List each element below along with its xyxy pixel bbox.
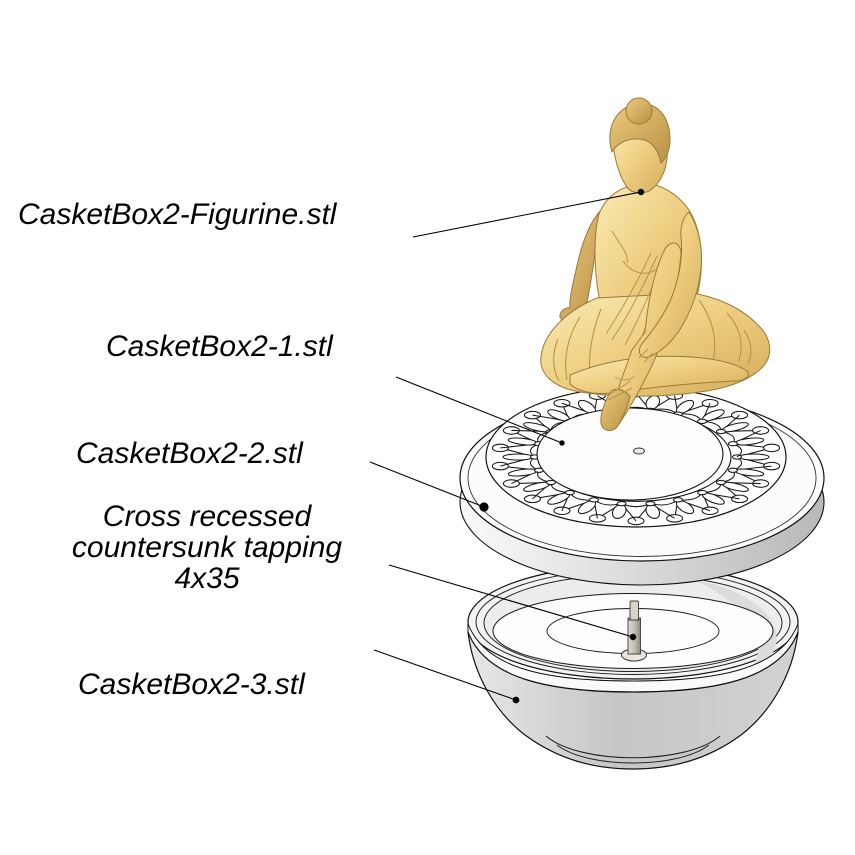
leader-dot-screw — [629, 633, 637, 641]
leader-lines — [369, 188, 645, 704]
figurine-right-arm — [638, 211, 702, 358]
label-screw: Cross recessed countersunk tapping 4x35 — [22, 501, 392, 594]
label-part2: CasketBox2-2.stl — [76, 437, 303, 470]
figurine-hair-bun — [625, 97, 653, 125]
leader-dot-part1 — [559, 440, 565, 446]
bowl-body — [467, 631, 799, 770]
leader-dot-figurine — [637, 188, 645, 196]
leader-part3 — [373, 649, 517, 701]
label-part3: CasketBox2-3.stl — [78, 668, 305, 701]
label-screw-line2: countersunk tapping — [71, 531, 343, 564]
label-figurine: CasketBox2-Figurine.stl — [18, 198, 337, 231]
label-screw-line3: 4x35 — [174, 562, 240, 595]
bowl-foot-ring — [545, 735, 721, 759]
lid-model — [459, 387, 825, 586]
bowl-model — [467, 564, 799, 770]
hand-fingers — [638, 348, 654, 363]
leader-dot-part3 — [512, 696, 520, 704]
label-part1: CasketBox2-1.stl — [106, 330, 333, 363]
leader-part1 — [395, 376, 563, 444]
lid-center-hole — [633, 447, 645, 455]
leader-part2 — [369, 461, 485, 508]
lid-disc — [536, 407, 724, 501]
label-screw-line1: Cross recessed — [102, 500, 312, 533]
figurine-model — [540, 97, 771, 431]
shoe-ribbons — [607, 375, 636, 401]
screw-tip — [629, 600, 639, 621]
leader-screw — [388, 564, 634, 638]
leader-figurine — [412, 191, 642, 238]
leader-dot-part2 — [479, 502, 489, 512]
